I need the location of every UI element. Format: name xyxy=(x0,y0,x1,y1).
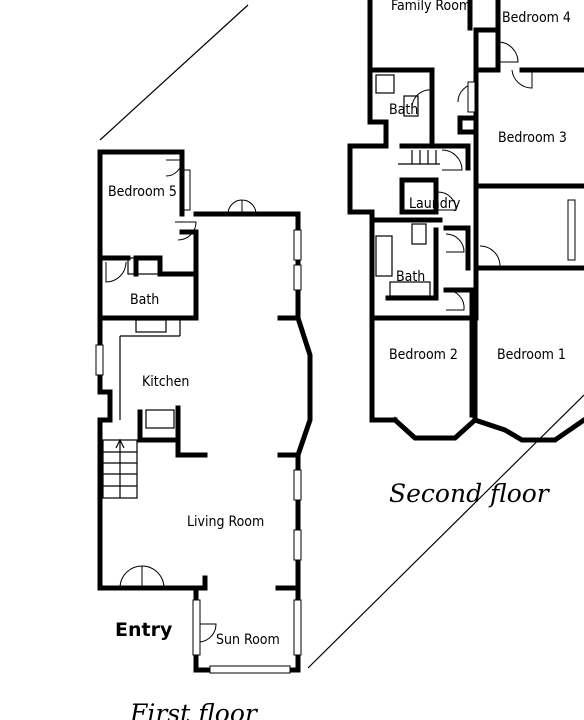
doors-first-floor xyxy=(105,159,257,643)
windows-second-floor xyxy=(467,81,576,261)
room-label-bath-upper: Bath xyxy=(389,102,418,118)
first-floor-plan xyxy=(95,149,313,674)
room-label-bedroom-3: Bedroom 3 xyxy=(498,130,567,146)
room-label-family-room: Family Room xyxy=(391,0,471,14)
stairs-second-floor xyxy=(398,150,440,165)
room-label-sun-room: Sun Room xyxy=(216,632,280,648)
room-label-bedroom-2: Bedroom 2 xyxy=(389,347,458,363)
second-floor-title: Second floor xyxy=(389,479,551,508)
stairs-first-floor xyxy=(102,438,138,499)
room-label-bedroom-4: Bedroom 4 xyxy=(502,10,571,26)
room-label-entry: Entry xyxy=(115,619,173,641)
room-label-bath-first: Bath xyxy=(130,292,159,308)
room-label-bedroom-5: Bedroom 5 xyxy=(108,184,177,200)
room-label-bath-lower: Bath xyxy=(396,269,425,285)
room-label-laundry: Laundry xyxy=(409,196,461,212)
room-label-bedroom-1: Bedroom 1 xyxy=(497,347,566,363)
windows-first-floor xyxy=(95,169,302,674)
second-floor-plan xyxy=(347,0,584,443)
room-label-kitchen: Kitchen xyxy=(142,374,189,390)
room-label-living-room: Living Room xyxy=(187,514,264,530)
first-floor-title: First floor xyxy=(129,699,259,720)
